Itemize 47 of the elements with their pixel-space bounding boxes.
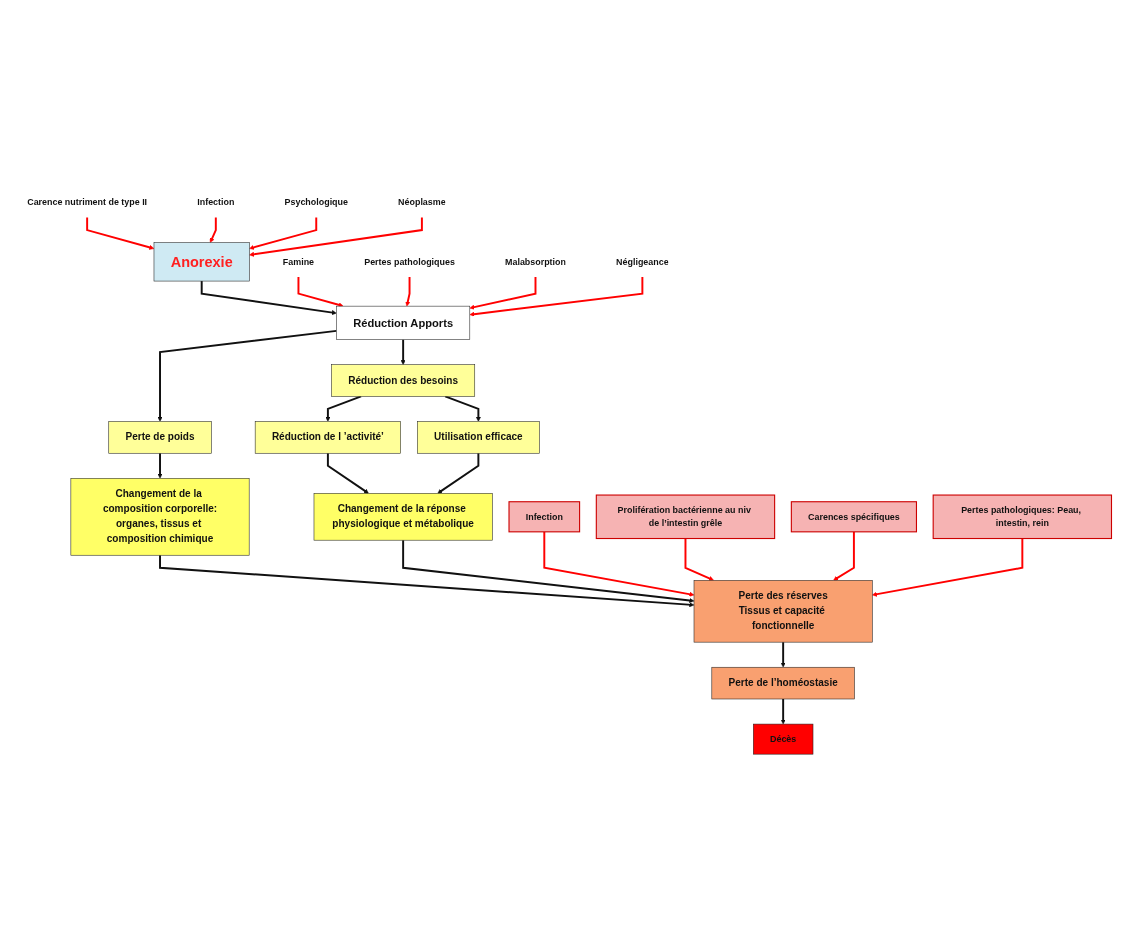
arrow (872, 537, 1024, 597)
node-text: Infection (197, 197, 235, 207)
node-box: Changement de la réponse physiologique et métabolique (313, 492, 493, 541)
node-box: Réduction de l ’activité’ (254, 420, 401, 454)
node-text: Carence nutriment de type II (27, 197, 148, 207)
node-box: Infection (508, 500, 581, 533)
node-text: Négligeance (616, 256, 669, 266)
arrow (833, 530, 855, 581)
arrow (249, 216, 318, 250)
arrow (86, 216, 155, 250)
node-box: Utilisation efficace (417, 420, 540, 454)
arrow (159, 553, 695, 607)
node-text: Psychologique (284, 197, 348, 207)
arrow (437, 451, 480, 494)
arrow (543, 530, 695, 597)
node-box: Pertes pathologiques: Peau, intestin, rein (932, 494, 1113, 539)
arrow (200, 279, 337, 315)
node-text: Pertes pathologiques (364, 256, 455, 266)
arrow (405, 275, 411, 307)
arrow (297, 275, 344, 307)
arrow (209, 216, 217, 243)
node-box: Perte de poids (108, 420, 212, 454)
arrow (444, 395, 481, 422)
node-box: Réduction Apports (336, 305, 471, 340)
node-box: Réduction des besoins (331, 364, 476, 397)
arrow (780, 640, 786, 668)
node-text: Malabsorption (505, 256, 566, 266)
arrow (402, 538, 695, 603)
arrow (684, 537, 714, 581)
node-text: Néoplasme (398, 197, 446, 207)
node-box: Décès (753, 723, 814, 755)
arrow (400, 338, 406, 365)
arrow (157, 329, 338, 422)
node-box: Perte des réserves Tissus et capacité fonctionnelle (693, 579, 873, 643)
arrow (249, 216, 423, 257)
arrow (780, 697, 786, 724)
node-text: Famine (282, 256, 315, 266)
node-box: Perte de l’homéostasie (711, 666, 855, 699)
arrow (469, 275, 644, 317)
node-box: Anorexie (153, 242, 250, 282)
arrow (326, 451, 369, 494)
arrow (325, 395, 363, 422)
node-box: Changement de la composition corporelle: organes, tissus et composition chimique (70, 477, 250, 556)
node-box: Prolifération bactérienne au niv de l’intestin grêle (595, 494, 776, 539)
node-box: Carences spécifiques (790, 500, 918, 533)
arrow (157, 451, 163, 479)
arrow (469, 275, 537, 310)
